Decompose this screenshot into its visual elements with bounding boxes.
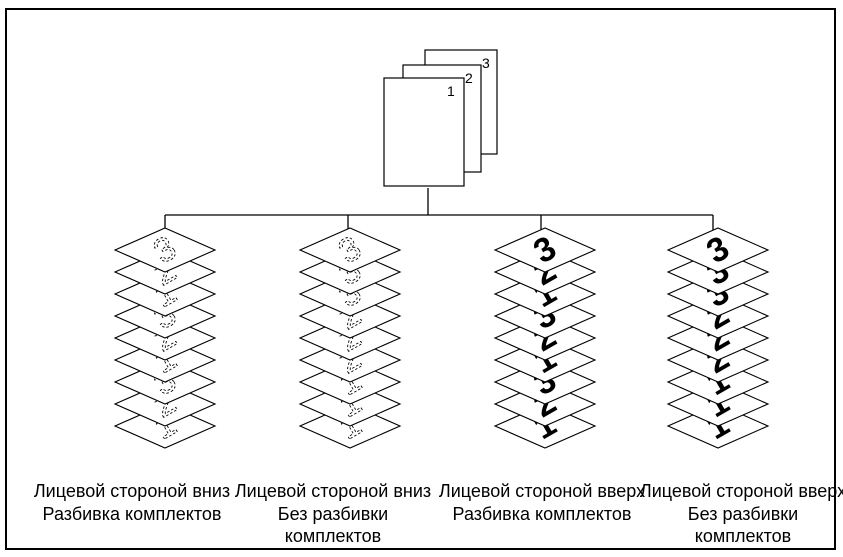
caption-face-down-sorted: Лицевой стороной вниз Разбивка комплекто… xyxy=(33,481,231,524)
output-sheet: 3 xyxy=(666,227,770,273)
sheet-outline xyxy=(493,227,597,273)
output-stack-1: 123123123 xyxy=(113,227,217,449)
page-number-3: 3 xyxy=(482,55,490,71)
sheet-outline xyxy=(113,227,217,273)
caption-face-up-sorted: Лицевой стороной вверх Разбивка комплект… xyxy=(438,481,646,524)
output-sheet: 3 xyxy=(493,227,597,273)
original-page-1 xyxy=(383,77,465,187)
caption-face-down-unsorted: Лицевой стороной вниз Без разбивки компл… xyxy=(234,481,432,546)
output-sheet: 3 xyxy=(298,227,402,273)
output-sheet: 3 xyxy=(113,227,217,273)
output-stack-3: 123123123 xyxy=(493,227,597,449)
page-number-1: 1 xyxy=(447,83,455,99)
caption-face-up-unsorted: Лицевой стороной вверх Без разбивки комп… xyxy=(639,481,843,546)
page-number-2: 2 xyxy=(465,70,473,86)
sheet-outline xyxy=(666,227,770,273)
tree-connector xyxy=(164,188,714,230)
original-document: 3 2 1 xyxy=(383,49,498,187)
output-stack-4: 111222333 xyxy=(666,227,770,449)
sheet-outline xyxy=(298,227,402,273)
output-stack-2: 111222333 xyxy=(298,227,402,449)
output-stacks: 123123123 111222333 123123123 111222333 xyxy=(113,227,770,449)
